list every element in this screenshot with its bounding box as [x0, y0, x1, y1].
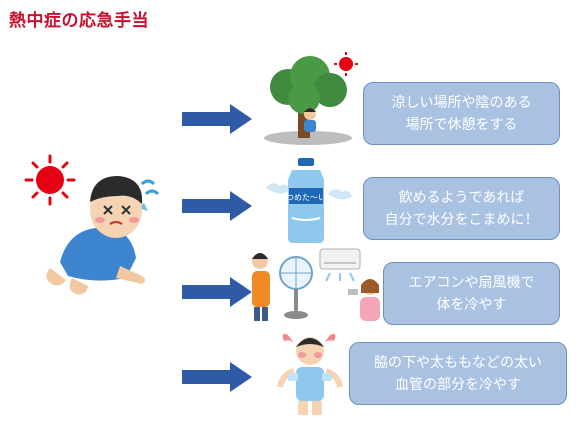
heatstroke-person-icon [24, 154, 160, 295]
step-1-line-1: 涼しい場所や陰のある [391, 94, 532, 111]
arrow-right-icon [182, 191, 252, 221]
cooling-body-icon [277, 333, 343, 415]
arrow-right-icon [182, 362, 252, 392]
step-3-line-1: エアコンや扇風機で [408, 274, 535, 291]
fan-aircon-icon [252, 248, 380, 321]
step-2-line-2: 自分で水分をこまめに！ [384, 211, 539, 228]
tree-shade-icon [264, 52, 358, 145]
arrow-right-icon [182, 277, 252, 307]
water-bottle-icon: つめた〜い [266, 158, 352, 243]
step-3-line-2: 体を冷やす [436, 296, 507, 313]
step-4-line-2: 血管の部分を冷やす [395, 376, 521, 393]
step-2-line-1: 飲めるようであれば [398, 189, 525, 206]
page-title: 熱中症の応急手当 [9, 11, 149, 31]
step-4-box: 脇の下や太ももなどの太い 血管の部分を冷やす [349, 342, 567, 405]
bottle-label: つめた〜い [286, 193, 326, 202]
arrow-right-icon [182, 104, 252, 134]
sun-icon [24, 154, 76, 206]
step-2-box: 飲めるようであれば 自分で水分をこまめに！ [363, 177, 560, 240]
step-1-line-2: 場所で休憩をする [405, 116, 518, 133]
step-1-box: 涼しい場所や陰のある 場所で休憩をする [363, 82, 560, 145]
step-3-box: エアコンや扇風機で 体を冷やす [383, 262, 560, 325]
step-4-line-1: 脇の下や太ももなどの太い [374, 354, 542, 371]
